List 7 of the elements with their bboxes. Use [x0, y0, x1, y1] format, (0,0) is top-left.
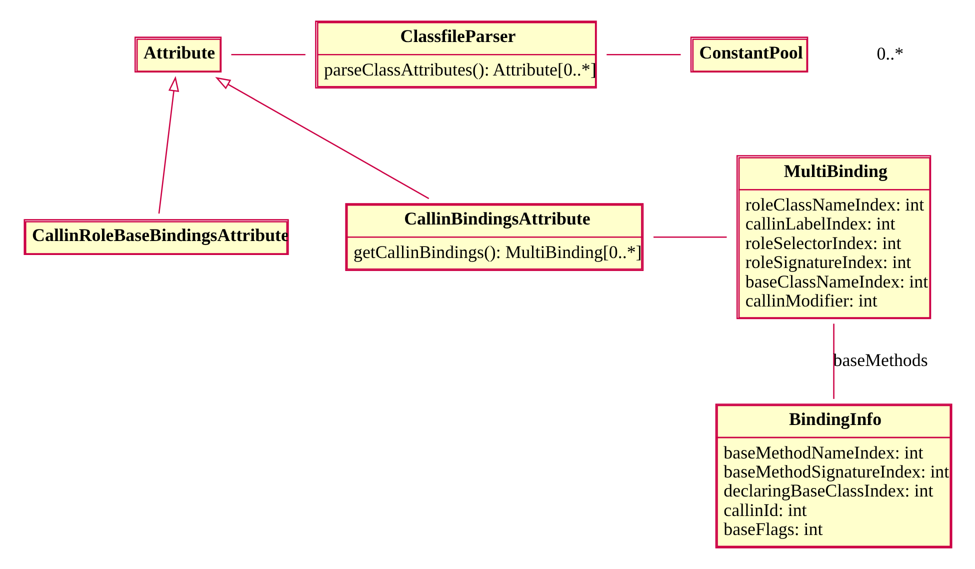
arrow [158, 76, 179, 214]
connector [606, 54, 680, 56]
label: 0..* [876, 43, 904, 64]
connector [653, 236, 726, 238]
connector [832, 324, 834, 399]
connector [230, 54, 305, 56]
arrow [214, 77, 429, 200]
